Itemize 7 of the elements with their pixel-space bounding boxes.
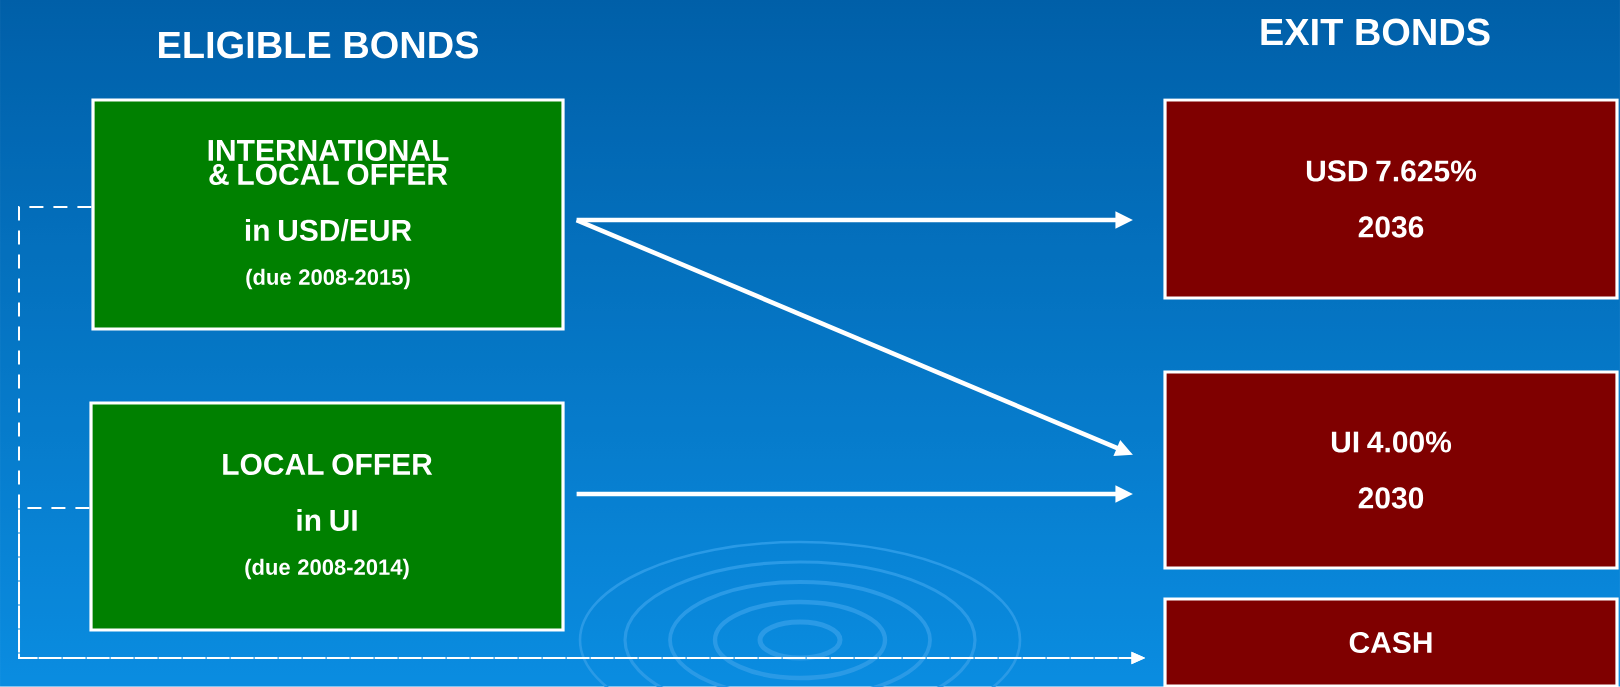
bond-box: USD 7.625% 2036 xyxy=(1163,98,1619,300)
bond-box: LOCAL OFFER in UI (due 2008-2014) xyxy=(89,401,565,632)
bond-box: CASH xyxy=(1163,597,1619,687)
bond-box: UI 4.00% 2030 xyxy=(1163,370,1619,570)
heading: ELIGIBLE BONDS xyxy=(159,31,478,59)
heading: EXIT BONDS xyxy=(1261,18,1490,46)
bond-box: INTERNATIONAL & LOCAL OFFER in USD/EUR (due 2008-2015) xyxy=(91,98,565,331)
